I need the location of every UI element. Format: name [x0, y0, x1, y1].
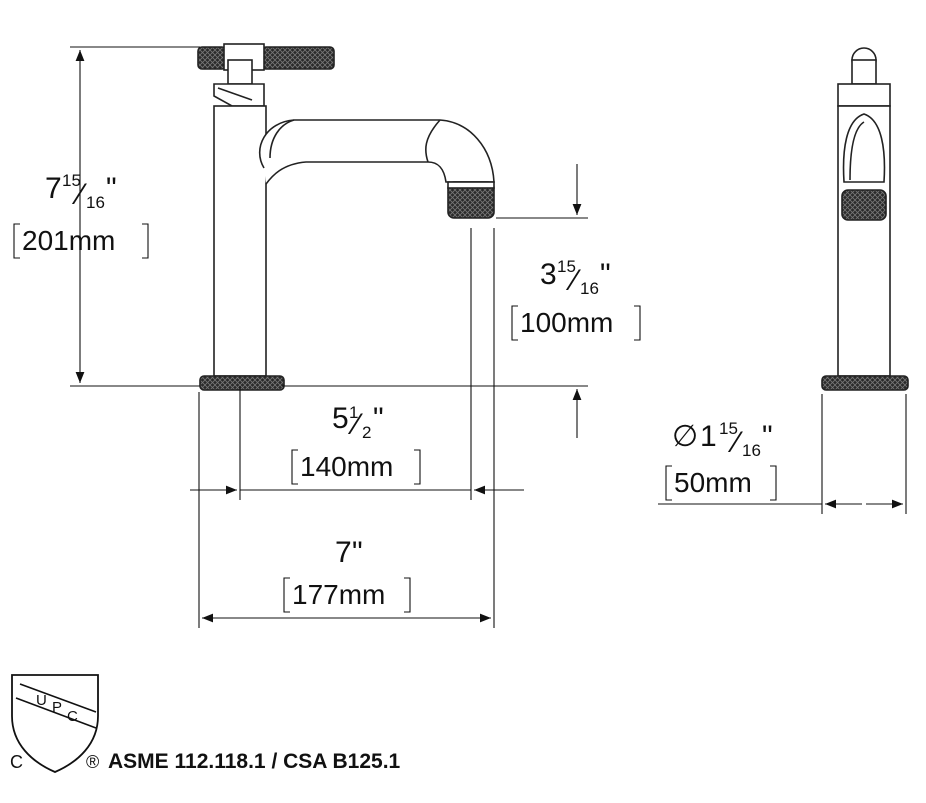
svg-text:∅: ∅	[672, 420, 698, 453]
svg-text:": "	[373, 402, 384, 435]
svg-text:": "	[600, 258, 611, 291]
svg-text:C: C	[67, 708, 78, 725]
svg-text:15: 15	[719, 419, 738, 438]
faucet-body	[213, 105, 267, 377]
svg-text:": "	[106, 172, 117, 205]
svg-text:100mm: 100mm	[520, 307, 613, 338]
svg-text:": "	[762, 420, 773, 453]
reach-label: 5 1 ⁄ 2 " 140mm	[291, 402, 421, 485]
certification-standards: ASME 112.118.1 / CSA B125.1	[108, 750, 401, 773]
c-mark: C	[10, 752, 23, 772]
handle-stem	[227, 59, 253, 85]
svg-text:2: 2	[362, 423, 371, 442]
svg-text:16: 16	[580, 279, 599, 298]
side-aerator-knurl	[841, 189, 887, 221]
dimension-lines	[70, 46, 907, 628]
svg-text:3: 3	[540, 258, 557, 291]
svg-text:140mm: 140mm	[300, 451, 393, 482]
handle-left-knurl	[197, 46, 227, 70]
svg-text:50mm: 50mm	[674, 467, 752, 498]
svg-text:1: 1	[349, 403, 358, 422]
side-base-knurl	[821, 375, 909, 391]
side-spout-outline	[842, 113, 886, 183]
upc-certification-logo: U P C	[11, 674, 99, 773]
handle-right-knurl	[261, 46, 335, 70]
faucet-side-view	[197, 43, 495, 391]
registered-mark: ®	[86, 752, 99, 772]
side-body-cap	[837, 83, 891, 107]
height-label: 7 15 ⁄ 16 " 201mm	[13, 171, 149, 259]
svg-text:U: U	[36, 692, 47, 709]
depth-label: 7 " 177mm	[283, 536, 411, 613]
upc-shield-icon	[11, 674, 99, 773]
svg-text:201mm: 201mm	[22, 225, 115, 256]
svg-text:7: 7	[45, 172, 62, 205]
svg-text:5: 5	[332, 402, 349, 435]
svg-text:": "	[352, 536, 363, 569]
base-knurl	[199, 375, 285, 391]
svg-text:P: P	[52, 699, 62, 716]
svg-text:15: 15	[557, 257, 576, 276]
diameter-label: ∅ 1 15 ⁄ 16 " 50mm	[665, 419, 777, 501]
faucet-spout	[258, 119, 495, 185]
svg-text:15: 15	[62, 171, 81, 190]
spout-height-label: 3 15 ⁄ 16 " 100mm	[511, 257, 641, 341]
svg-text:16: 16	[742, 441, 761, 460]
faucet-front-view	[821, 47, 909, 391]
svg-text:7: 7	[335, 536, 352, 569]
svg-text:16: 16	[86, 193, 105, 212]
svg-text:177mm: 177mm	[292, 579, 385, 610]
svg-text:1: 1	[700, 420, 717, 453]
